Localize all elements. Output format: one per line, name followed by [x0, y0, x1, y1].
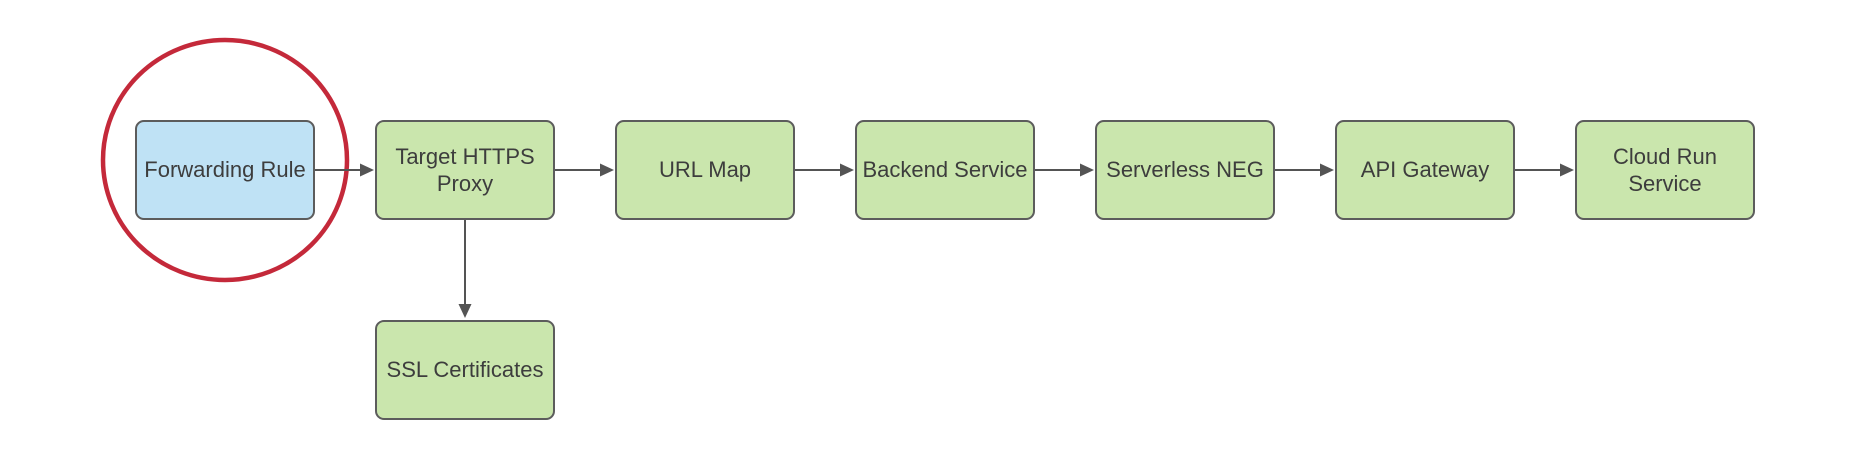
node-url-map-label: URL Map	[658, 157, 752, 183]
node-cloud-run-service[interactable]: Cloud Run Service	[1575, 120, 1755, 220]
node-url-map[interactable]: URL Map	[615, 120, 795, 220]
node-target-https-proxy-label: Target HTTPS Proxy	[395, 143, 535, 197]
node-backend-service-label: Backend Service	[862, 157, 1028, 183]
arrow-forwarding-rule-to-target-https-proxy	[315, 163, 374, 177]
node-serverless-neg[interactable]: Serverless NEG	[1095, 120, 1275, 220]
node-cloud-run-service-label: Cloud Run Service	[1613, 143, 1717, 197]
node-api-gateway[interactable]: API Gateway	[1335, 120, 1515, 220]
arrow-backend-service-to-serverless-neg	[1035, 163, 1094, 177]
arrow-serverless-neg-to-api-gateway	[1275, 163, 1334, 177]
node-target-https-proxy[interactable]: Target HTTPS Proxy	[375, 120, 555, 220]
node-ssl-certificates-label: SSL Certificates	[386, 357, 544, 383]
node-ssl-certificates[interactable]: SSL Certificates	[375, 320, 555, 420]
arrow-api-gateway-to-cloud-run-service	[1515, 163, 1574, 177]
arrow-url-map-to-backend-service	[795, 163, 854, 177]
node-forwarding-rule[interactable]: Forwarding Rule	[135, 120, 315, 220]
arrow-target-https-proxy-to-ssl-certificates	[458, 220, 472, 318]
node-serverless-neg-label: Serverless NEG	[1106, 157, 1264, 183]
node-api-gateway-label: API Gateway	[1360, 157, 1490, 183]
arrow-target-https-proxy-to-url-map	[555, 163, 614, 177]
node-forwarding-rule-label: Forwarding Rule	[144, 157, 306, 183]
node-backend-service[interactable]: Backend Service	[855, 120, 1035, 220]
